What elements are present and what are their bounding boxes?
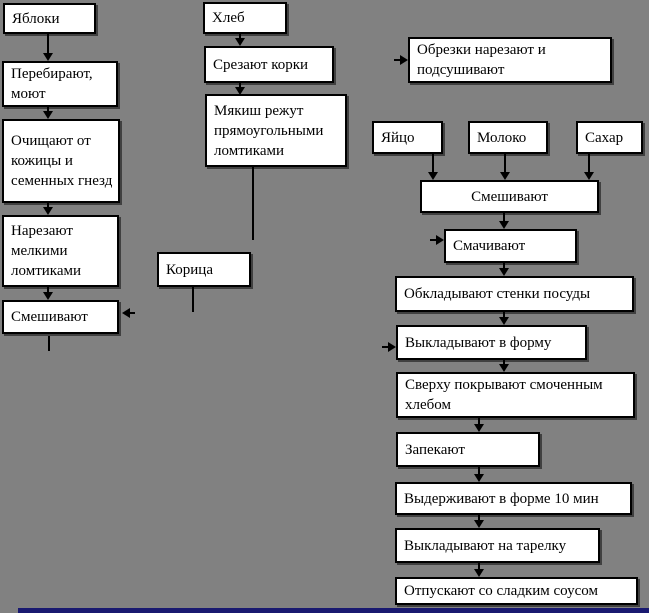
arrow-down-icon: [499, 268, 509, 276]
arrow-down-icon: [499, 221, 509, 229]
node-plate: Выкладывают на тарелку: [395, 528, 600, 563]
node-slice: Нарезают мелкими ломтиками: [2, 215, 119, 287]
arrow-down-icon: [474, 569, 484, 577]
connector-line: [478, 418, 480, 426]
arrow-right-icon: [400, 55, 408, 65]
arrow-right-icon: [388, 342, 396, 352]
connector-line: [503, 263, 505, 270]
connector-line: [239, 34, 241, 40]
connector-line: [478, 467, 480, 476]
node-milk: Молоко: [468, 121, 548, 154]
node-bake: Запекают: [396, 432, 540, 467]
arrow-down-icon: [43, 207, 53, 215]
node-peel: Очищают от кожицы и семенных гнезд: [2, 119, 120, 203]
arrow-left-icon: [122, 308, 130, 318]
node-trimmings: Обрезки нарезают и подсушивают: [408, 37, 612, 83]
connector-line: [430, 239, 438, 241]
connector-line: [47, 107, 49, 113]
connector-line: [47, 203, 49, 209]
node-cut-crusts: Срезают корки: [204, 46, 334, 83]
arrow-down-icon: [43, 53, 53, 61]
connector-line: [129, 312, 135, 314]
arrow-down-icon: [235, 38, 245, 46]
arrow-down-icon: [499, 317, 509, 325]
node-serve: Отпускают со сладким соусом: [395, 577, 638, 605]
connector-line: [588, 154, 590, 174]
node-sugar: Сахар: [576, 121, 643, 154]
arrow-down-icon: [584, 172, 594, 180]
arrow-down-icon: [474, 474, 484, 482]
arrow-down-icon: [43, 111, 53, 119]
arrow-down-icon: [500, 172, 510, 180]
node-hold-in-mold: Выдерживают в форме 10 мин: [395, 482, 632, 515]
node-mix-right: Смешивают: [420, 180, 599, 213]
connector-line: [382, 346, 390, 348]
node-egg: Яйцо: [372, 121, 443, 154]
connector-line: [47, 287, 49, 294]
node-mix-left: Смешивают: [2, 300, 119, 334]
connector-line: [252, 167, 254, 240]
connector-line: [478, 515, 480, 522]
connector-line: [432, 154, 434, 174]
connector-line: [239, 83, 241, 89]
arrow-down-icon: [235, 87, 245, 95]
node-cover-top: Сверху покрывают смоченным хлебом: [396, 372, 635, 418]
node-line-walls: Обкладывают стенки посуды: [395, 276, 634, 312]
arrow-down-icon: [474, 424, 484, 432]
connector-line: [48, 336, 50, 351]
connector-line: [478, 563, 480, 571]
connector-line: [394, 59, 402, 61]
node-cinnamon: Корица: [157, 252, 251, 287]
connector-line: [503, 312, 505, 319]
arrow-down-icon: [43, 292, 53, 300]
connector-line: [192, 287, 194, 312]
node-sort-wash: Перебирают, моют: [2, 61, 118, 107]
bottom-accent-bar: [18, 608, 649, 613]
connector-line: [503, 213, 505, 223]
connector-line: [503, 360, 505, 366]
connector-line: [504, 154, 506, 174]
arrow-down-icon: [499, 364, 509, 372]
node-put-in-mold: Выкладывают в форму: [396, 325, 587, 360]
node-crumb: Мякиш режут прямоугольными ломтиками: [205, 94, 347, 167]
node-moisten: Смачивают: [444, 229, 577, 263]
arrow-down-icon: [474, 520, 484, 528]
connector-line: [47, 34, 49, 55]
node-bread: Хлеб: [203, 2, 287, 34]
node-apples: Яблоки: [3, 3, 96, 34]
arrow-down-icon: [428, 172, 438, 180]
arrow-right-icon: [436, 235, 444, 245]
